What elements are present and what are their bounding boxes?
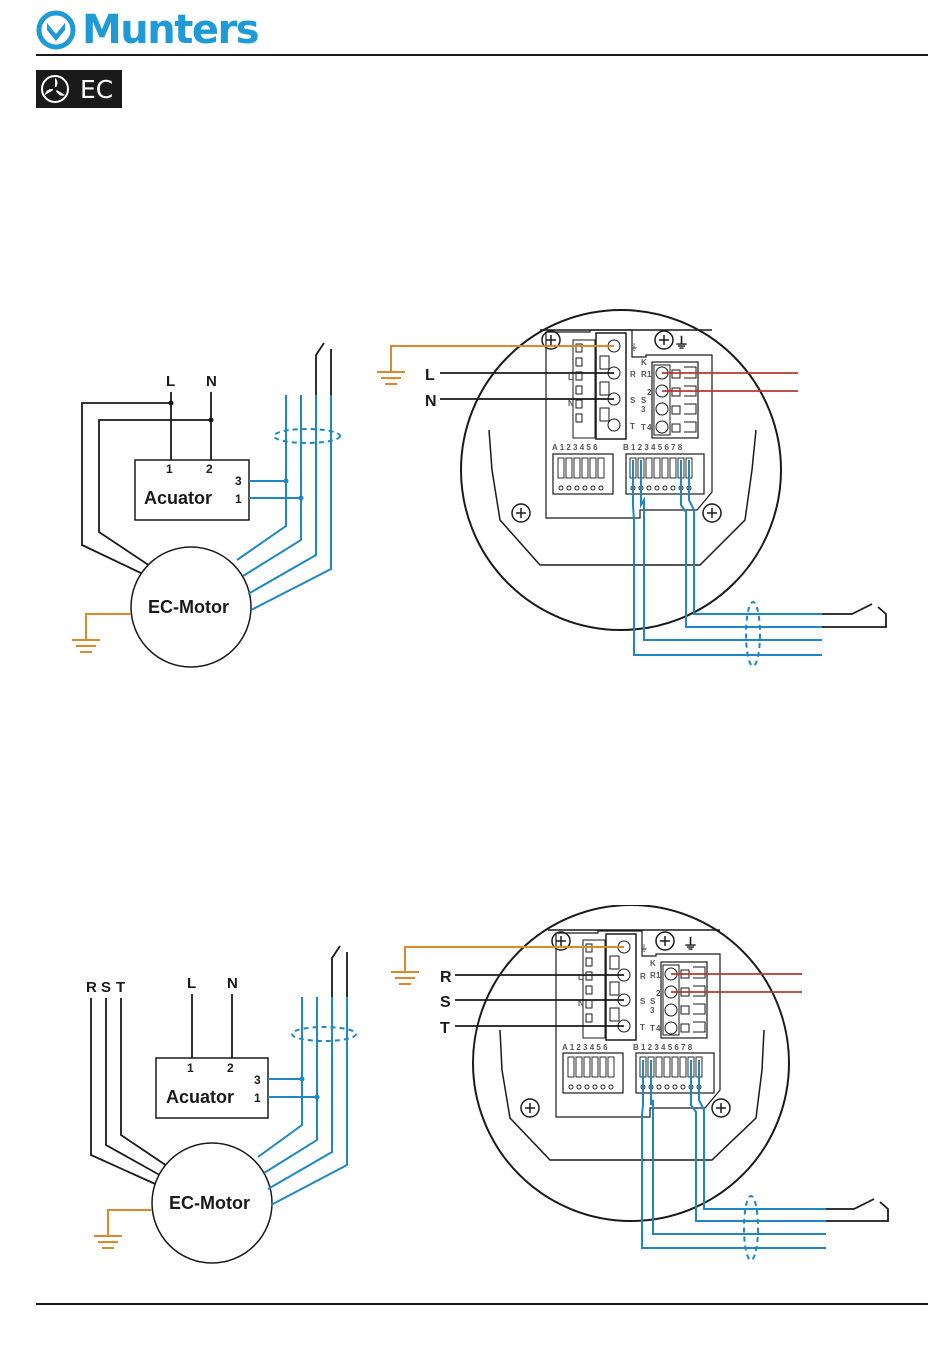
svg-text:L: L <box>568 373 573 382</box>
terminal-label-s: S <box>440 994 451 1011</box>
svg-text:S: S <box>650 997 656 1006</box>
svg-text:⏚: ⏚ <box>674 335 689 352</box>
svg-text:B 1 2 3 4 5 6 7 8: B 1 2 3 4 5 6 7 8 <box>623 443 683 452</box>
svg-text:⏚: ⏚ <box>630 343 638 352</box>
actuator-pin: 2 <box>206 462 213 476</box>
footer-rule <box>36 1303 928 1305</box>
svg-text:N: N <box>227 975 238 992</box>
motor-label: EC-Motor <box>169 1193 250 1213</box>
svg-text:1: 1 <box>187 1061 194 1075</box>
svg-text:1: 1 <box>254 1091 261 1105</box>
actuator-box-1: Acuator 1 2 3 1 <box>135 460 249 520</box>
svg-text:T: T <box>630 422 635 431</box>
svg-text:R: R <box>640 972 646 981</box>
supply-label-l: L <box>166 373 175 390</box>
svg-text:2: 2 <box>647 388 652 397</box>
actuator-pin: 3 <box>235 474 242 488</box>
svg-text:L: L <box>187 975 196 992</box>
svg-text:B 1 2 3 4 5 6 7 8: B 1 2 3 4 5 6 7 8 <box>633 1043 693 1052</box>
svg-text:⏚: ⏚ <box>683 936 698 953</box>
terminal-label-n: N <box>425 393 437 410</box>
terminal-label-l: L <box>425 367 435 384</box>
supply-label-s: S <box>101 979 111 996</box>
svg-text:2: 2 <box>227 1061 234 1075</box>
supply-label-n: N <box>206 373 217 390</box>
svg-text:S: S <box>630 396 636 405</box>
svg-text:A 1 2 3 4 5 6: A 1 2 3 4 5 6 <box>552 443 598 452</box>
diagram-1: Acuator 1 2 3 1 L N EC-Motor <box>72 300 886 667</box>
motor-label: EC-Motor <box>148 597 229 617</box>
svg-text:4: 4 <box>647 423 652 432</box>
svg-text:T: T <box>650 1024 655 1033</box>
svg-text:3: 3 <box>641 405 646 414</box>
svg-text:T: T <box>641 423 646 432</box>
svg-text:1: 1 <box>647 370 652 379</box>
svg-text:⏚: ⏚ <box>640 944 648 953</box>
svg-text:T: T <box>640 1023 645 1032</box>
svg-text:K: K <box>641 358 647 367</box>
svg-text:R: R <box>630 370 636 379</box>
svg-text:S: S <box>641 396 647 405</box>
supply-label-r: R <box>86 979 97 996</box>
diagram-2: R S T Acuator 1 2 3 1 L N EC-Motor <box>86 903 888 1263</box>
supply-label-t: T <box>116 979 125 996</box>
actuator-pin: 1 <box>235 492 242 506</box>
svg-text:K: K <box>650 959 656 968</box>
svg-text:N: N <box>568 399 574 408</box>
svg-text:3: 3 <box>254 1073 261 1087</box>
svg-text:2: 2 <box>656 989 661 998</box>
actuator-label: Acuator <box>144 488 212 508</box>
actuator-pin: 1 <box>166 462 173 476</box>
svg-text:S: S <box>640 997 646 1006</box>
svg-text:A 1 2 3 4 5 6: A 1 2 3 4 5 6 <box>562 1043 608 1052</box>
terminal-label-t: T <box>440 1020 450 1037</box>
svg-text:4: 4 <box>656 1024 661 1033</box>
actuator-label: Acuator <box>166 1087 234 1107</box>
terminal-label-r: R <box>440 969 452 986</box>
svg-text:3: 3 <box>650 1006 655 1015</box>
svg-text:1: 1 <box>656 971 661 980</box>
